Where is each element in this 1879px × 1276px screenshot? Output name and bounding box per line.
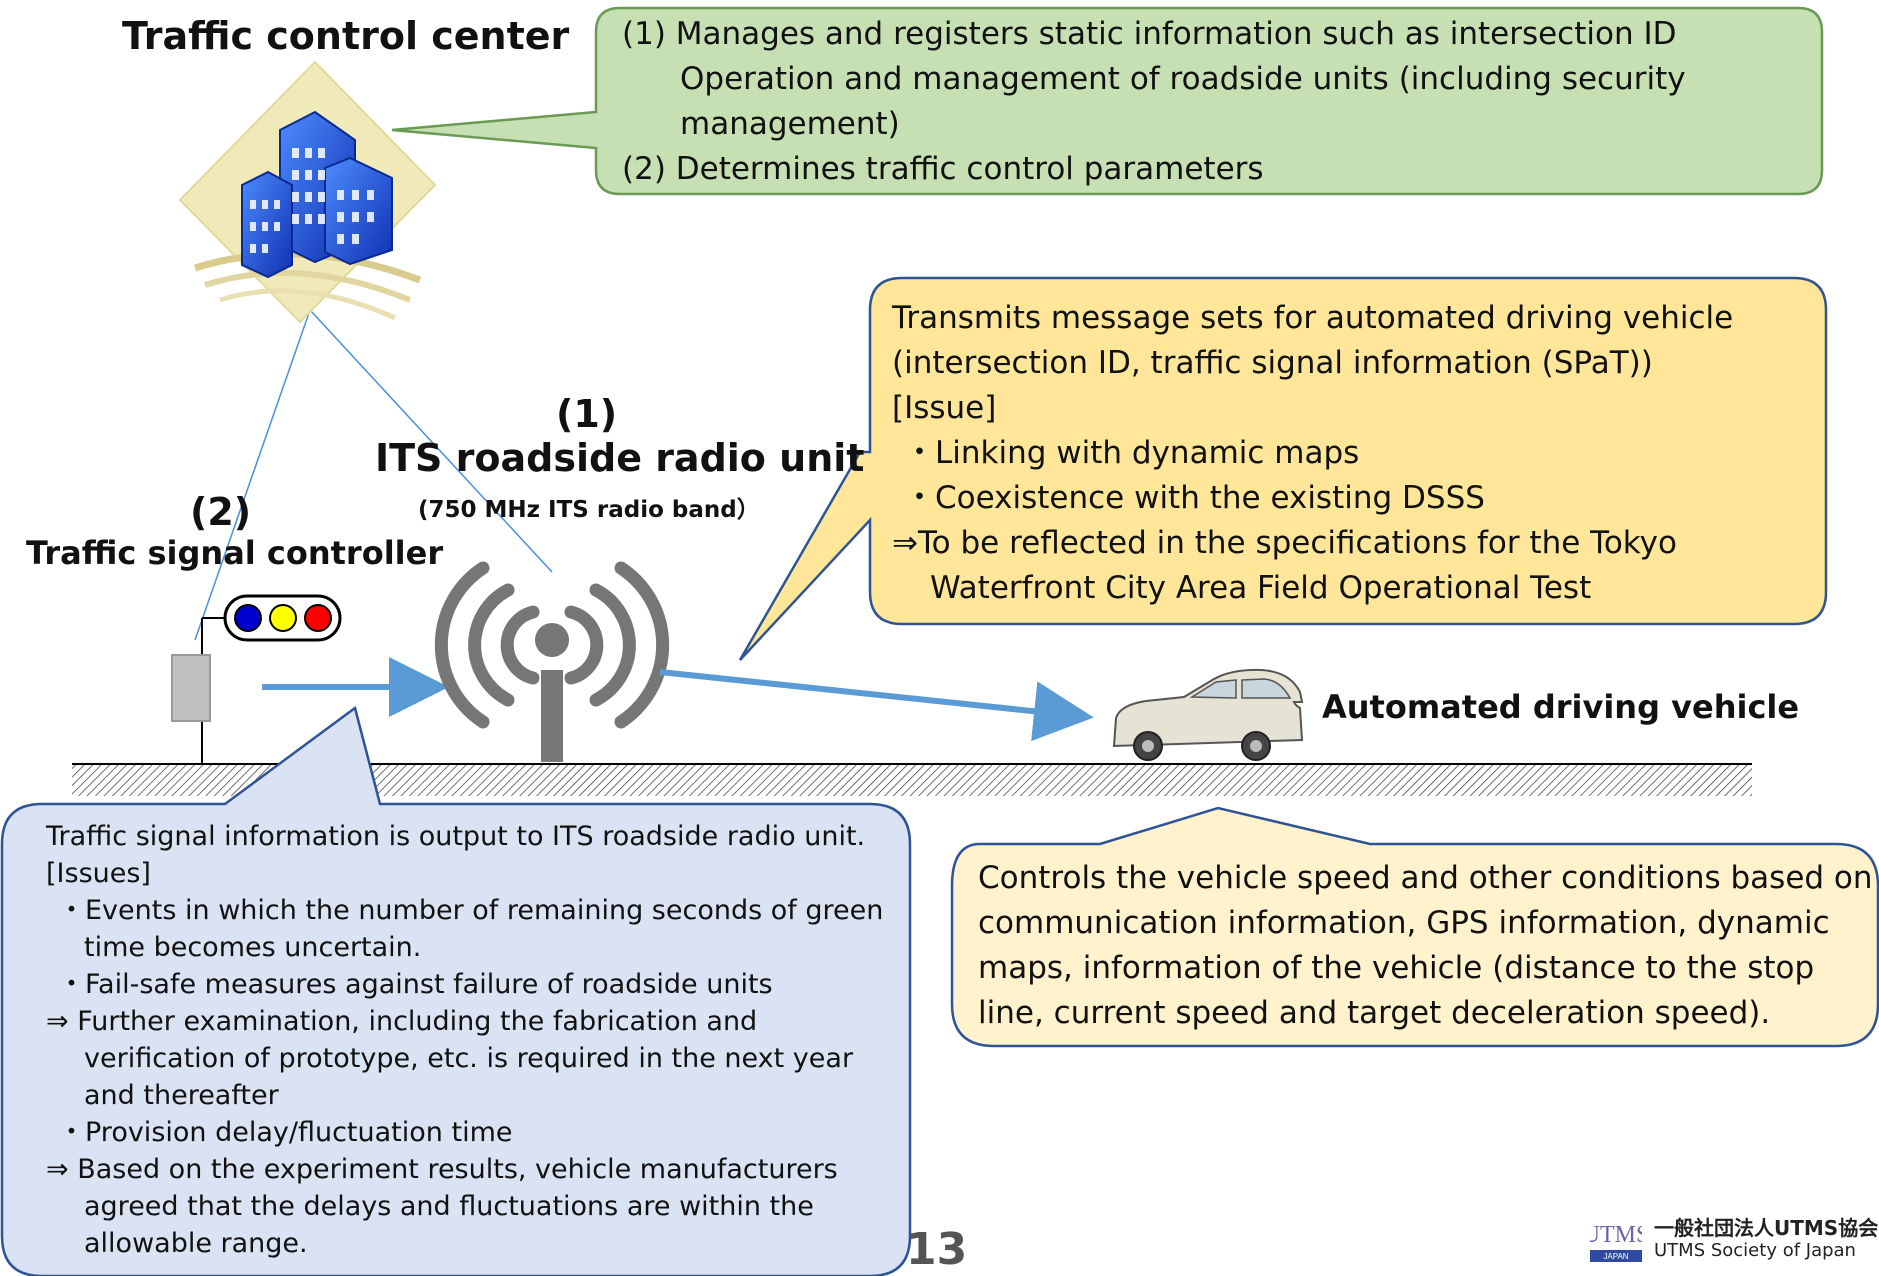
callout-line: ・Coexistence with the existing DSSS [904, 480, 1485, 516]
callout-line: allowable range. [84, 1228, 308, 1259]
link-line-to-rsu [309, 309, 553, 573]
arrow-rsu-to-vehicle [659, 669, 1094, 742]
callout-line: time becomes uncertain. [84, 932, 422, 963]
callout-line: (2) Determines traffic control parameter… [622, 151, 1264, 187]
building-icon [178, 60, 437, 324]
car-icon [1112, 668, 1304, 761]
callout-line: ・Events in which the number of remaining… [58, 895, 884, 926]
callout-line: line, current speed and target decelerat… [978, 995, 1771, 1031]
utms-logo-sub: JAPAN [1603, 1252, 1628, 1261]
callout-line: ・Linking with dynamic maps [904, 435, 1360, 471]
utms-logo: UTMS JAPAN [1583, 1206, 1649, 1264]
callout-line: ・Provision delay/fluctuation time [58, 1117, 513, 1148]
callout-control-center: (1) Manages and registers static informa… [622, 12, 1686, 192]
callout-line: Waterfront City Area Field Operational T… [930, 570, 1592, 606]
utms-logo-mark: UTMS [1590, 1222, 1642, 1248]
callout-line: Controls the vehicle speed and other con… [978, 860, 1873, 896]
callout-roadside-unit-shape [738, 276, 1828, 661]
callout-line: (intersection ID, traffic signal informa… [892, 345, 1653, 381]
callout-vehicle: Controls the vehicle speed and other con… [978, 856, 1873, 1036]
callout-line: ⇒ Based on the experiment results, vehic… [46, 1154, 838, 1185]
radio-antenna-pole [541, 670, 563, 762]
radio-antenna-center [535, 623, 569, 657]
callout-line: communication information, GPS informati… [978, 905, 1830, 941]
callout-line: agreed that the delays and fluctuations … [84, 1191, 814, 1222]
callout-line: verification of prototype, etc. is requi… [84, 1043, 854, 1074]
callout-line: management) [680, 106, 900, 142]
callout-signal-controller: Traffic signal information is output to … [46, 818, 883, 1262]
title-traffic-signal-controller: Traffic signal controller [26, 534, 444, 572]
signal-controller-box-icon [171, 654, 211, 722]
title-its-number: (1) [556, 392, 618, 436]
utms-logo-icon: UTMS JAPAN [1583, 1206, 1649, 1264]
callout-line: ⇒ Further examination, including the fab… [46, 1006, 758, 1037]
callout-line: [Issues] [46, 858, 151, 889]
callout-line: ・Fail-safe measures against failure of r… [58, 969, 773, 1000]
callout-line: Operation and management of roadside uni… [680, 61, 1686, 97]
callout-control-center-shape [391, 6, 1824, 196]
title-its-unit: ITS roadside radio unit [375, 436, 865, 480]
logo-org-name-en: UTMS Society of Japan [1654, 1240, 1856, 1261]
callout-line: Transmits message sets for automated dri… [892, 300, 1734, 336]
callout-line: ⇒To be reflected in the specifications f… [892, 525, 1677, 561]
title-its-band: (750 MHz ITS radio band） [418, 497, 760, 523]
callout-roadside-unit: Transmits message sets for automated dri… [892, 296, 1733, 611]
callout-vehicle-shape [950, 806, 1879, 1048]
callout-line: (1) Manages and registers static informa… [622, 16, 1677, 52]
callout-line: [Issue] [892, 390, 997, 426]
callout-line: and thereafter [84, 1080, 279, 1111]
title-control-center: Traffic control center [122, 14, 570, 58]
title-automated-vehicle: Automated driving vehicle [1322, 688, 1800, 726]
title-controller-number: (2) [190, 490, 252, 534]
logo-org-name-ja: 一般社団法人UTMS協会 [1654, 1216, 1879, 1240]
link-line-to-controller [194, 309, 311, 641]
callout-line: maps, information of the vehicle (distan… [978, 950, 1815, 986]
callout-line: Traffic signal information is output to … [46, 821, 866, 852]
radio-antenna-icon [434, 561, 670, 729]
page-number: 13 [906, 1224, 968, 1275]
